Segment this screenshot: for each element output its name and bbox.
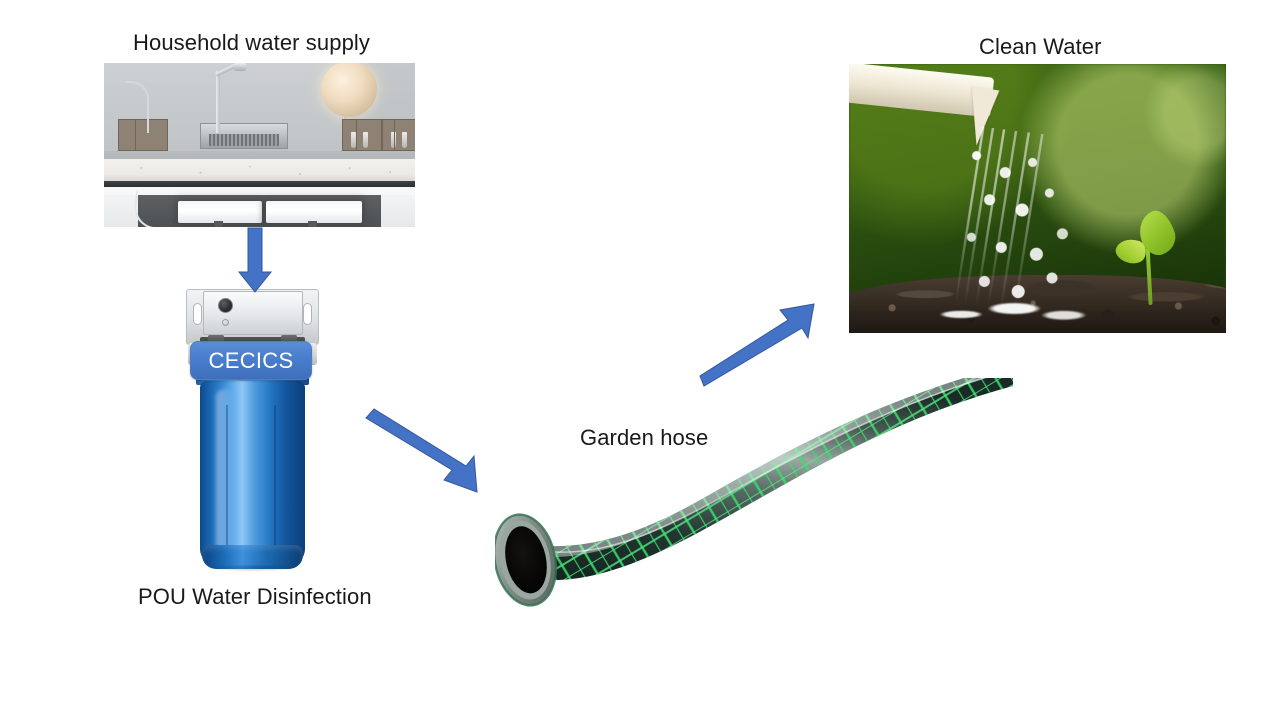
kitchen-open-shelf	[382, 119, 415, 151]
pou-water-filter-housing	[186, 289, 319, 572]
hose-body	[509, 378, 1013, 581]
under-sink-side-panel	[381, 195, 415, 227]
cecics-badge[interactable]: CECICS	[190, 341, 312, 380]
label-household-water-supply: Household water supply	[133, 30, 371, 55]
cecics-badge-label: CECICS	[208, 347, 294, 373]
water-splash	[927, 285, 1117, 327]
photo-household-water-supply	[104, 63, 415, 227]
kitchen-countertop	[104, 159, 415, 181]
glassware	[351, 132, 356, 148]
glassware	[363, 132, 368, 148]
under-sink-filter-unit	[266, 201, 362, 223]
bracket-mounting-hole	[193, 303, 202, 325]
label-clean-water: Clean Water	[979, 34, 1102, 59]
photo-garden-hose	[495, 378, 1025, 648]
photo-clean-water	[849, 64, 1226, 333]
hose-open-end	[495, 513, 558, 607]
bowl-highlight	[216, 389, 234, 551]
label-garden-hose: Garden hose	[580, 425, 709, 450]
under-sink-filter-unit	[178, 201, 262, 223]
bowl-rib	[226, 405, 228, 555]
main-faucet-icon	[216, 71, 220, 133]
under-sink-side-panel	[104, 195, 138, 227]
glassware	[402, 132, 407, 148]
filter-bowl-base	[202, 545, 303, 569]
device-shadow	[206, 565, 299, 572]
secondary-faucet-icon	[125, 81, 149, 133]
pendant-lamp-icon	[321, 63, 377, 117]
countertop-edge	[104, 181, 415, 187]
filter-unit-cap	[308, 221, 317, 227]
controller-box	[203, 291, 303, 335]
status-led-icon	[222, 319, 229, 326]
glassware	[391, 132, 396, 148]
filter-bowl	[200, 381, 305, 565]
cooktop-hood	[200, 123, 288, 149]
control-knob-icon[interactable]	[218, 298, 233, 313]
bowl-rib	[274, 405, 276, 555]
water-droplets	[961, 142, 1091, 312]
kitchen-open-shelf	[342, 119, 382, 151]
main-faucet-head	[234, 63, 246, 71]
bracket-mounting-hole	[303, 303, 312, 325]
arrow-hose-to-water	[699, 303, 815, 387]
arrow-filter-to-hose	[365, 408, 478, 493]
arrow-supply-to-filter	[237, 227, 273, 293]
label-pou-water-disinfection: POU Water Disinfection	[138, 584, 372, 609]
countertop-gap	[104, 187, 415, 195]
filter-unit-cap	[214, 221, 223, 227]
